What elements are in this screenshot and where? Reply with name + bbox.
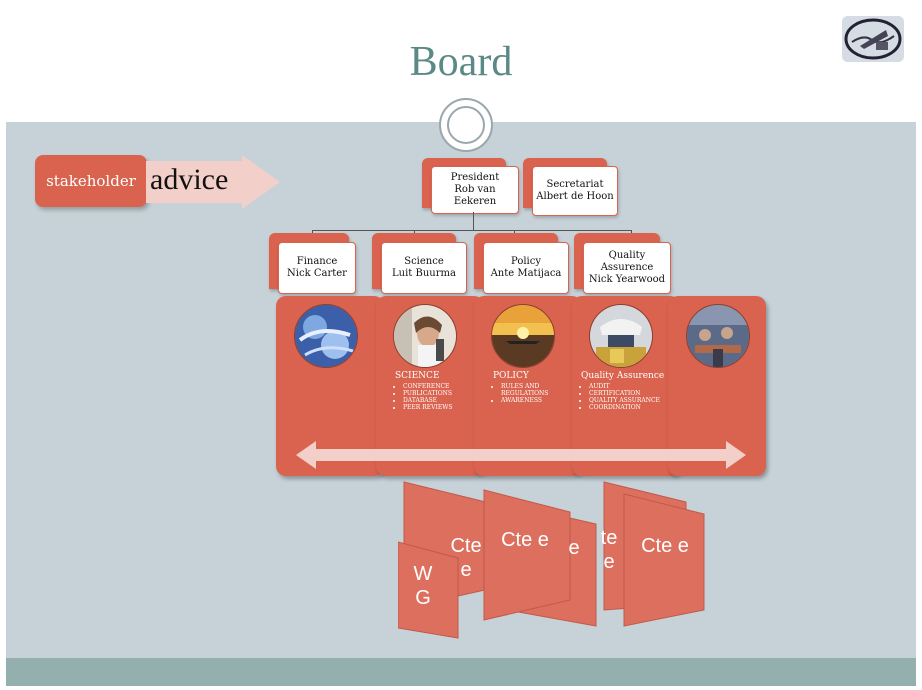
policy-panel-list: RULES AND REGULATIONS AWARENESS (493, 383, 563, 404)
working-group-label: W G (413, 563, 433, 609)
connector (312, 230, 632, 231)
list-item: CERTIFICATION (589, 390, 681, 397)
list-item: CONFERENCE (403, 383, 483, 390)
science-panel-title: SCIENCE (395, 371, 440, 381)
president-name: Rob van Eekeren (453, 184, 497, 207)
list-item: COORDINATION (589, 404, 681, 411)
president-role: President (450, 172, 500, 183)
list-item: QUALITY ASSURANCE (589, 397, 681, 404)
president-card: President Rob van Eekeren (431, 166, 519, 214)
list-item: PEER REVIEWS (403, 404, 483, 411)
meeting-photo (686, 304, 750, 368)
science-role: Science (404, 256, 444, 267)
footer-bar (6, 658, 916, 686)
finance-card: Finance Nick Carter (278, 242, 356, 294)
science-panel-list: CONFERENCE PUBLICATIONS DATABASE PEER RE… (395, 383, 483, 411)
secretariat-card: Secretariat Albert de Hoon (532, 166, 618, 216)
science-name: Luit Buurma (392, 268, 456, 279)
secretariat-name: Albert de Hoon (536, 191, 614, 202)
quality-card: Quality Assurence Nick Yearwood (583, 242, 671, 294)
committee-label: te e (600, 527, 618, 573)
globe-photo (294, 304, 358, 368)
committee-label: Cte e (501, 529, 549, 551)
list-item: AWARENESS (501, 397, 563, 404)
science-card: Science Luit Buurma (381, 242, 467, 294)
scientist-photo (393, 304, 457, 368)
committee-label: e (568, 537, 580, 559)
stakeholder-box: stakeholder (35, 155, 147, 207)
sunset-airplane-photo (491, 304, 555, 368)
list-item: DATABASE (403, 397, 483, 404)
advice-arrow (146, 155, 280, 209)
list-item: RULES AND REGULATIONS (501, 383, 563, 397)
quality-panel-list: AUDIT CERTIFICATION QUALITY ASSURANCE CO… (581, 383, 681, 411)
quality-role: Quality Assurence (600, 250, 654, 273)
slide-title: Board (409, 39, 513, 85)
list-item: PUBLICATIONS (403, 390, 483, 397)
secretariat-role: Secretariat (546, 179, 604, 190)
policy-card: Policy Ante Matijaca (483, 242, 569, 294)
policy-role: Policy (511, 256, 541, 267)
advice-label: advice (150, 163, 229, 196)
quality-name: Nick Yearwood (588, 274, 666, 285)
divider-circle (439, 98, 493, 152)
committee-label: Cte e (450, 535, 482, 581)
finance-name: Nick Carter (287, 268, 347, 279)
quality-photo (589, 304, 653, 368)
policy-panel-title: POLICY (493, 371, 529, 381)
organization-logo (842, 16, 904, 62)
committee-label: Cte e (641, 535, 689, 557)
connector (473, 212, 474, 230)
double-arrow (296, 441, 746, 469)
list-item: AUDIT (589, 383, 681, 390)
finance-role: Finance (296, 256, 338, 267)
quality-panel-title: Quality Assurence (581, 371, 665, 381)
policy-name: Ante Matijaca (490, 268, 562, 279)
committee-shapes (398, 481, 705, 639)
